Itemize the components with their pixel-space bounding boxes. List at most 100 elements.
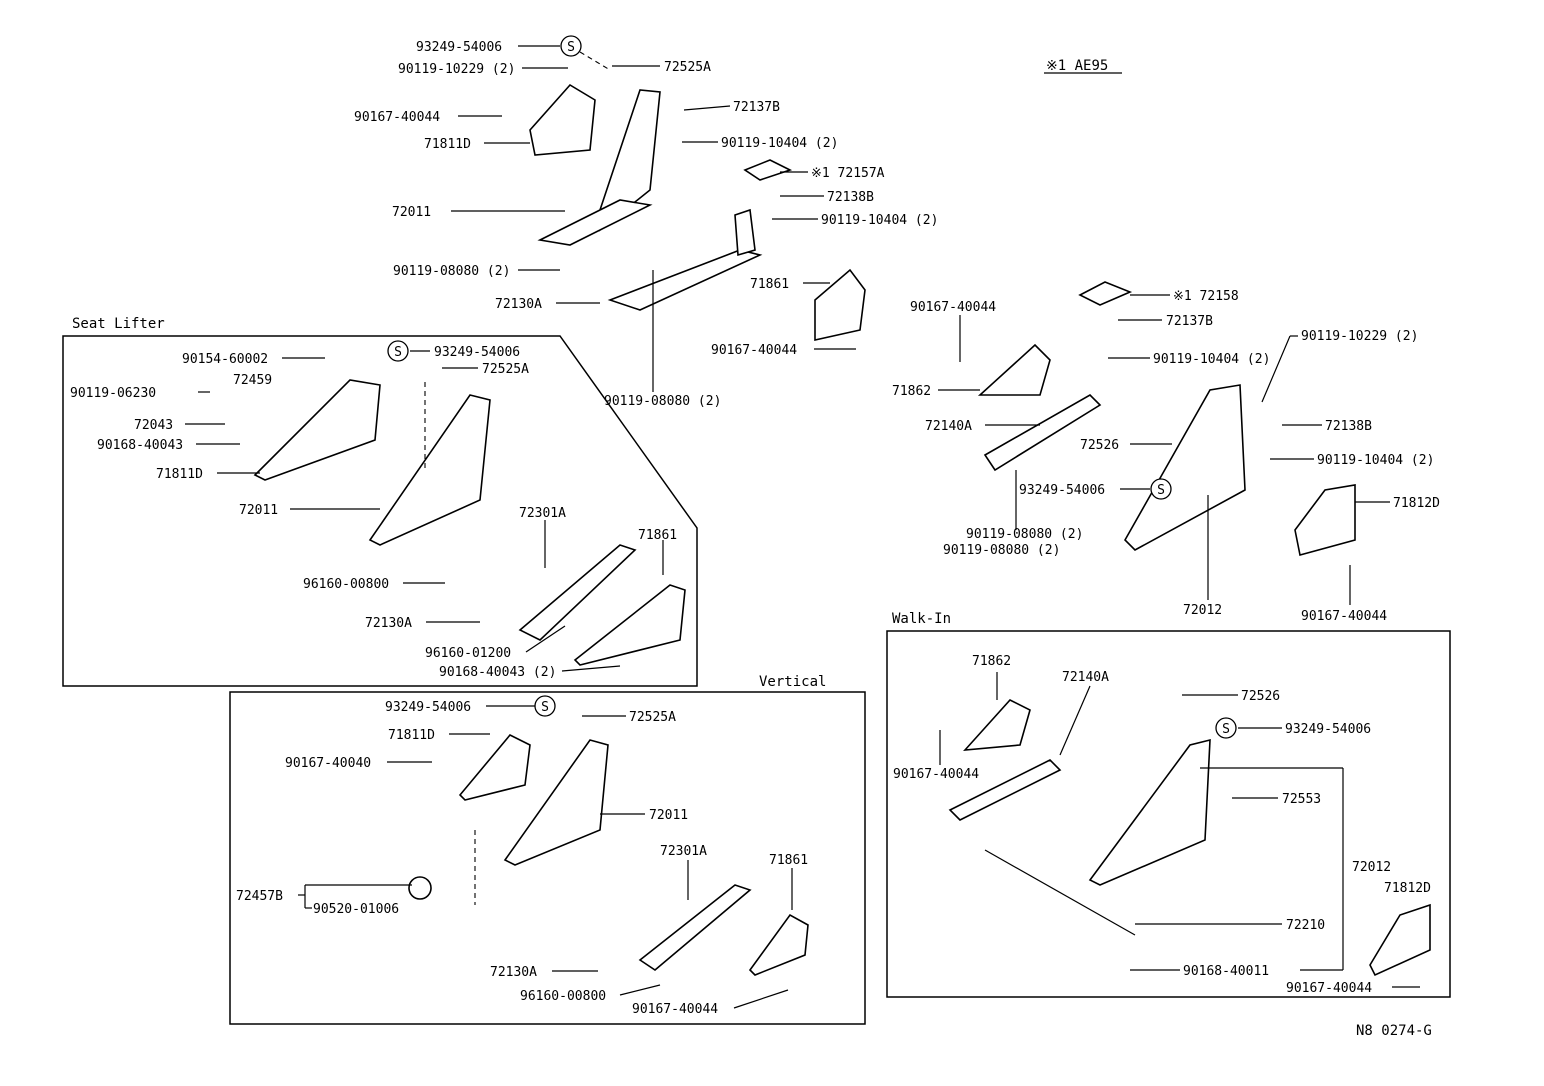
part-label: 72553 — [1282, 792, 1321, 807]
part-label: 72012 — [1352, 860, 1391, 875]
part-label: 71811D — [156, 467, 203, 482]
part-label: 90520-01006 — [313, 902, 399, 917]
bracket-72012-right — [1124, 384, 1246, 551]
lifter-cover-71811d — [253, 379, 381, 481]
section-title-vertical: Vertical — [759, 674, 826, 690]
part-label: 71862 — [972, 654, 1011, 669]
part-label: 72457B — [236, 889, 283, 904]
part-label: 71861 — [638, 528, 677, 543]
track-top — [537, 199, 653, 246]
part-label: 71861 — [750, 277, 789, 292]
section-title-walk-in: Walk-In — [892, 611, 951, 627]
part-label: 71862 — [892, 384, 931, 399]
part-label: 72525A — [482, 362, 529, 377]
s-symbol: S — [1157, 483, 1165, 498]
s-symbols: S S S S S — [387, 35, 1237, 739]
part-label: 93249-54006 — [1019, 483, 1105, 498]
part-label: 72459 — [233, 373, 272, 388]
part-label: 72140A — [925, 419, 972, 434]
part-label: 72130A — [365, 616, 412, 631]
part-label: 72137B — [733, 100, 780, 115]
part-label: 90119-10404 (2) — [821, 213, 938, 228]
part-label: 72140A — [1062, 670, 1109, 685]
part-label: 72011 — [392, 205, 431, 220]
part-label: 90168-40043 — [97, 438, 183, 453]
part-label: ※1 72158 — [1173, 289, 1239, 304]
part-label: 90168-40011 — [1183, 964, 1269, 979]
part-label: 90167-40044 — [1286, 981, 1372, 996]
part-label: 90119-08080 (2) — [943, 543, 1060, 558]
lifter-cover-71861 — [573, 584, 686, 666]
part-label: 90167-40044 — [910, 300, 996, 315]
part-label: 93249-54006 — [385, 700, 471, 715]
lifter-bracket-72011 — [368, 394, 491, 546]
part-label: 72525A — [629, 710, 676, 725]
part-label: 90168-40043 (2) — [439, 665, 556, 680]
s-symbol: S — [541, 700, 549, 715]
leader-lines — [185, 45, 1420, 1009]
vertical-frame — [229, 691, 866, 1025]
part-label: 72525A — [664, 60, 711, 75]
vertical-cover-71861 — [748, 913, 809, 976]
part-label: 72210 — [1286, 918, 1325, 933]
section-frames — [62, 335, 1451, 1025]
part-label: 90167-40044 — [1301, 609, 1387, 624]
part-label: 93249-54006 — [434, 345, 520, 360]
s-symbol: S — [1222, 722, 1230, 737]
part-label: 96160-00800 — [303, 577, 389, 592]
part-label: 93249-54006 — [1285, 722, 1371, 737]
part-label: 90119-10229 (2) — [398, 62, 515, 77]
part-shapes — [253, 83, 1431, 977]
cover-71812d-right — [1294, 484, 1356, 556]
vertical-bracket-72011 — [503, 739, 609, 866]
part-label: 72043 — [134, 418, 173, 433]
part-label: 72012 — [1183, 603, 1222, 618]
part-label: 90154-60002 — [182, 352, 268, 367]
track-72140a-right — [983, 394, 1102, 472]
part-label: 72526 — [1241, 689, 1280, 704]
part-label: 90119-08080 (2) — [604, 394, 721, 409]
part-label: 72138B — [1325, 419, 1372, 434]
part-label: 72130A — [490, 965, 537, 980]
part-label: 72011 — [239, 503, 278, 518]
section-title-seat-lifter: Seat Lifter — [72, 316, 165, 332]
vertical-cover-71811d — [458, 734, 531, 801]
part-label: 71812D — [1384, 881, 1431, 896]
part-label: 72138B — [827, 190, 874, 205]
labels-right: ※1 72158 90167-40044 72137B 90119-10229 … — [892, 289, 1440, 624]
vertical-track — [638, 884, 752, 971]
part-label: ※1 72157A — [811, 166, 885, 181]
part-label: 90167-40044 — [354, 110, 440, 125]
part-label: 71861 — [769, 853, 808, 868]
part-label: 72526 — [1080, 438, 1119, 453]
seat-lifter-frame — [62, 335, 698, 687]
part-label: 72130A — [495, 297, 542, 312]
part-label: 96160-01200 — [425, 646, 511, 661]
part-label: 90119-08080 (2) — [966, 527, 1083, 542]
part-label: 90167-40044 — [711, 343, 797, 358]
walkin-cover-71812d — [1369, 903, 1431, 977]
note-ae95: ※1 AE95 — [1046, 58, 1108, 74]
part-label: 71811D — [424, 137, 471, 152]
walkin-bracket-72012 — [1088, 738, 1211, 886]
part-label: 90167-40044 — [632, 1002, 718, 1017]
cover-72157a — [743, 159, 793, 181]
part-label: 90167-40044 — [893, 767, 979, 782]
part-label: 90119-10404 (2) — [1153, 352, 1270, 367]
cover-71811d-top — [529, 83, 596, 156]
bracket-right-top — [734, 208, 756, 257]
part-label: 90119-08080 (2) — [393, 264, 510, 279]
labels-top: 93249-54006 90119-10229 (2) 72525A 90167… — [354, 40, 938, 409]
part-label: 71812D — [1393, 496, 1440, 511]
titles: ※1 AE95 Seat Lifter Vertical Walk-In N8 … — [72, 58, 1432, 1039]
lifter-track — [518, 544, 637, 641]
s-symbol: S — [567, 40, 575, 55]
walkin-track-72140a — [948, 759, 1062, 821]
cover-72158 — [1078, 281, 1133, 306]
part-label: 90119-06230 — [70, 386, 156, 401]
part-label: 90119-10404 (2) — [721, 136, 838, 151]
walkin-cover-71862 — [963, 699, 1031, 751]
part-label: 93249-54006 — [416, 40, 502, 55]
part-label: 96160-00800 — [520, 989, 606, 1004]
